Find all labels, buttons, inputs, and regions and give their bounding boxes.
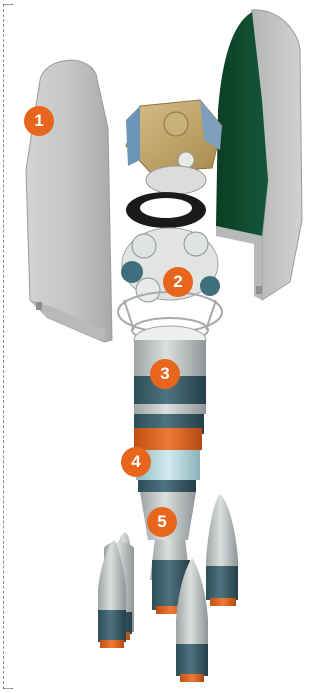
satellite-payload — [126, 100, 222, 194]
callout-badge-5-label: 5 — [157, 512, 166, 532]
fairing-left-half — [26, 60, 112, 342]
adapter-ring — [126, 192, 206, 228]
callout-badge-5: 5 — [147, 507, 177, 537]
callout-badge-3-label: 3 — [160, 364, 169, 384]
callout-badge-2: 2 — [163, 267, 193, 297]
fairing-right-half — [216, 10, 302, 300]
callout-badge-1-label: 1 — [34, 111, 43, 131]
booster-right-rear — [206, 494, 238, 606]
callout-badge-1: 1 — [24, 106, 54, 136]
callout-badge-3: 3 — [150, 359, 180, 389]
callout-badge-4: 4 — [121, 447, 151, 477]
callout-badge-4-label: 4 — [131, 452, 140, 472]
core-stage — [134, 326, 206, 540]
callout-badge-2-label: 2 — [173, 272, 182, 292]
